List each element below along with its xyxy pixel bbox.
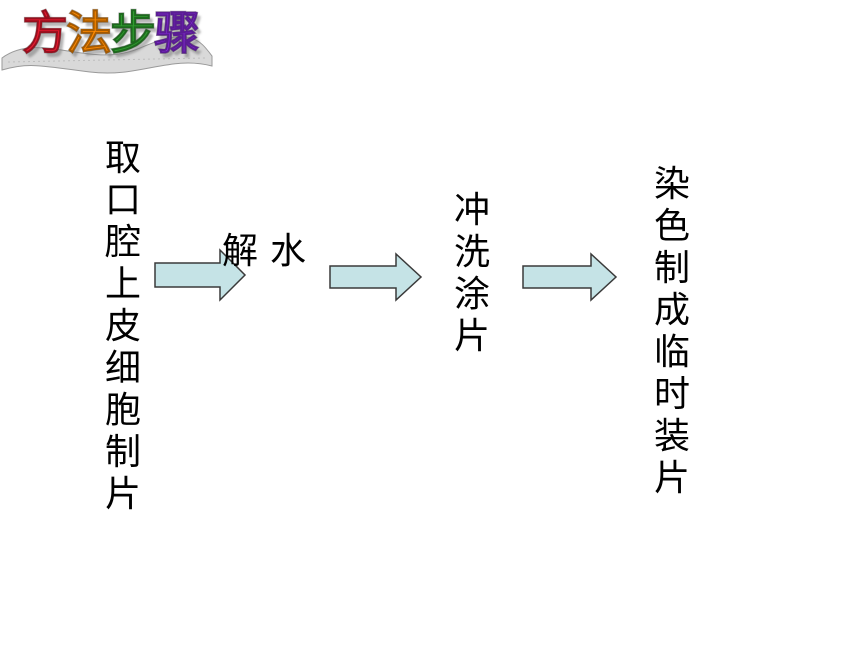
transition-1-right-label: 水 [270, 231, 307, 272]
title-char-3: 步 [110, 6, 157, 61]
title-wordart: 方 法 步 骤 [0, 0, 215, 82]
step-2-label: 冲洗涂片 [453, 190, 490, 357]
title-char-2: 法 [66, 6, 113, 61]
arrow-1 [154, 248, 247, 302]
step-1-label: 取口腔上皮细胞制片 [104, 138, 141, 515]
title-char-1: 方 [22, 6, 69, 61]
title-swoosh-decoration [1, 36, 213, 74]
transition-1-left-label: 解 [222, 231, 259, 272]
step-3-label: 染色制成临时装片 [653, 164, 690, 499]
title-char-4: 骤 [154, 6, 201, 61]
arrow-2 [329, 252, 423, 302]
arrow-3 [522, 252, 618, 302]
